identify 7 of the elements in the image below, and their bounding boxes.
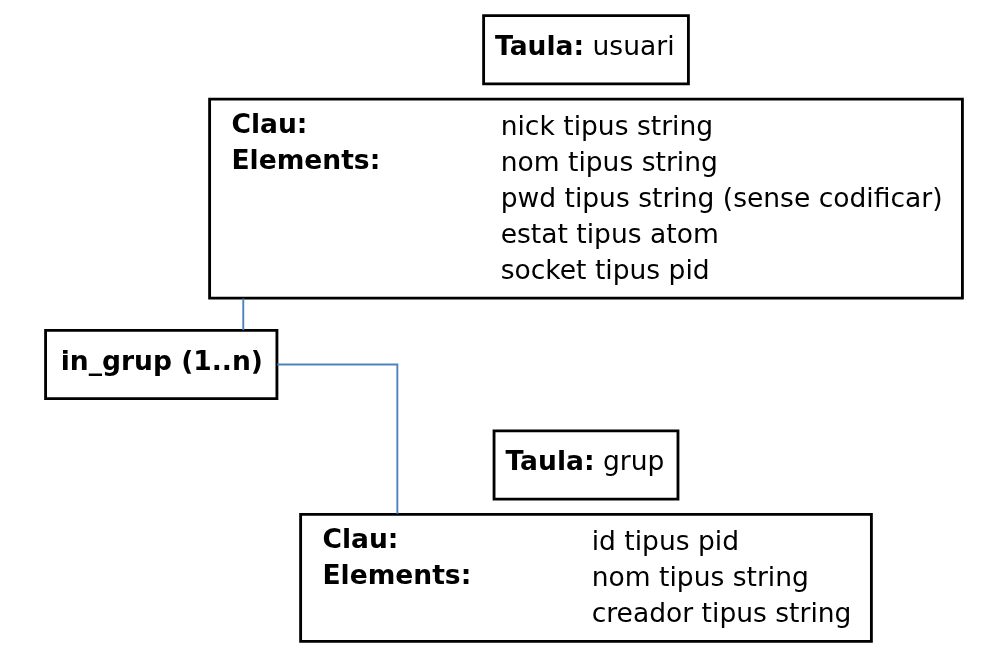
node-box: Taula: usuari: [482, 14, 690, 86]
node-box: Clau: id tipus pid Elements: nom tipus string creador tipus string: [299, 512, 873, 643]
node-box: Taula: grup: [492, 429, 680, 501]
connector: [276, 363, 399, 515]
node-box: in_grup (1..n): [44, 328, 279, 401]
connector: [242, 297, 245, 331]
node-box: Clau: nick tipus string Elements: nom tipus string pwd tipus string (sense codificar) estat tipus atom socket tipus pid: [208, 97, 964, 300]
